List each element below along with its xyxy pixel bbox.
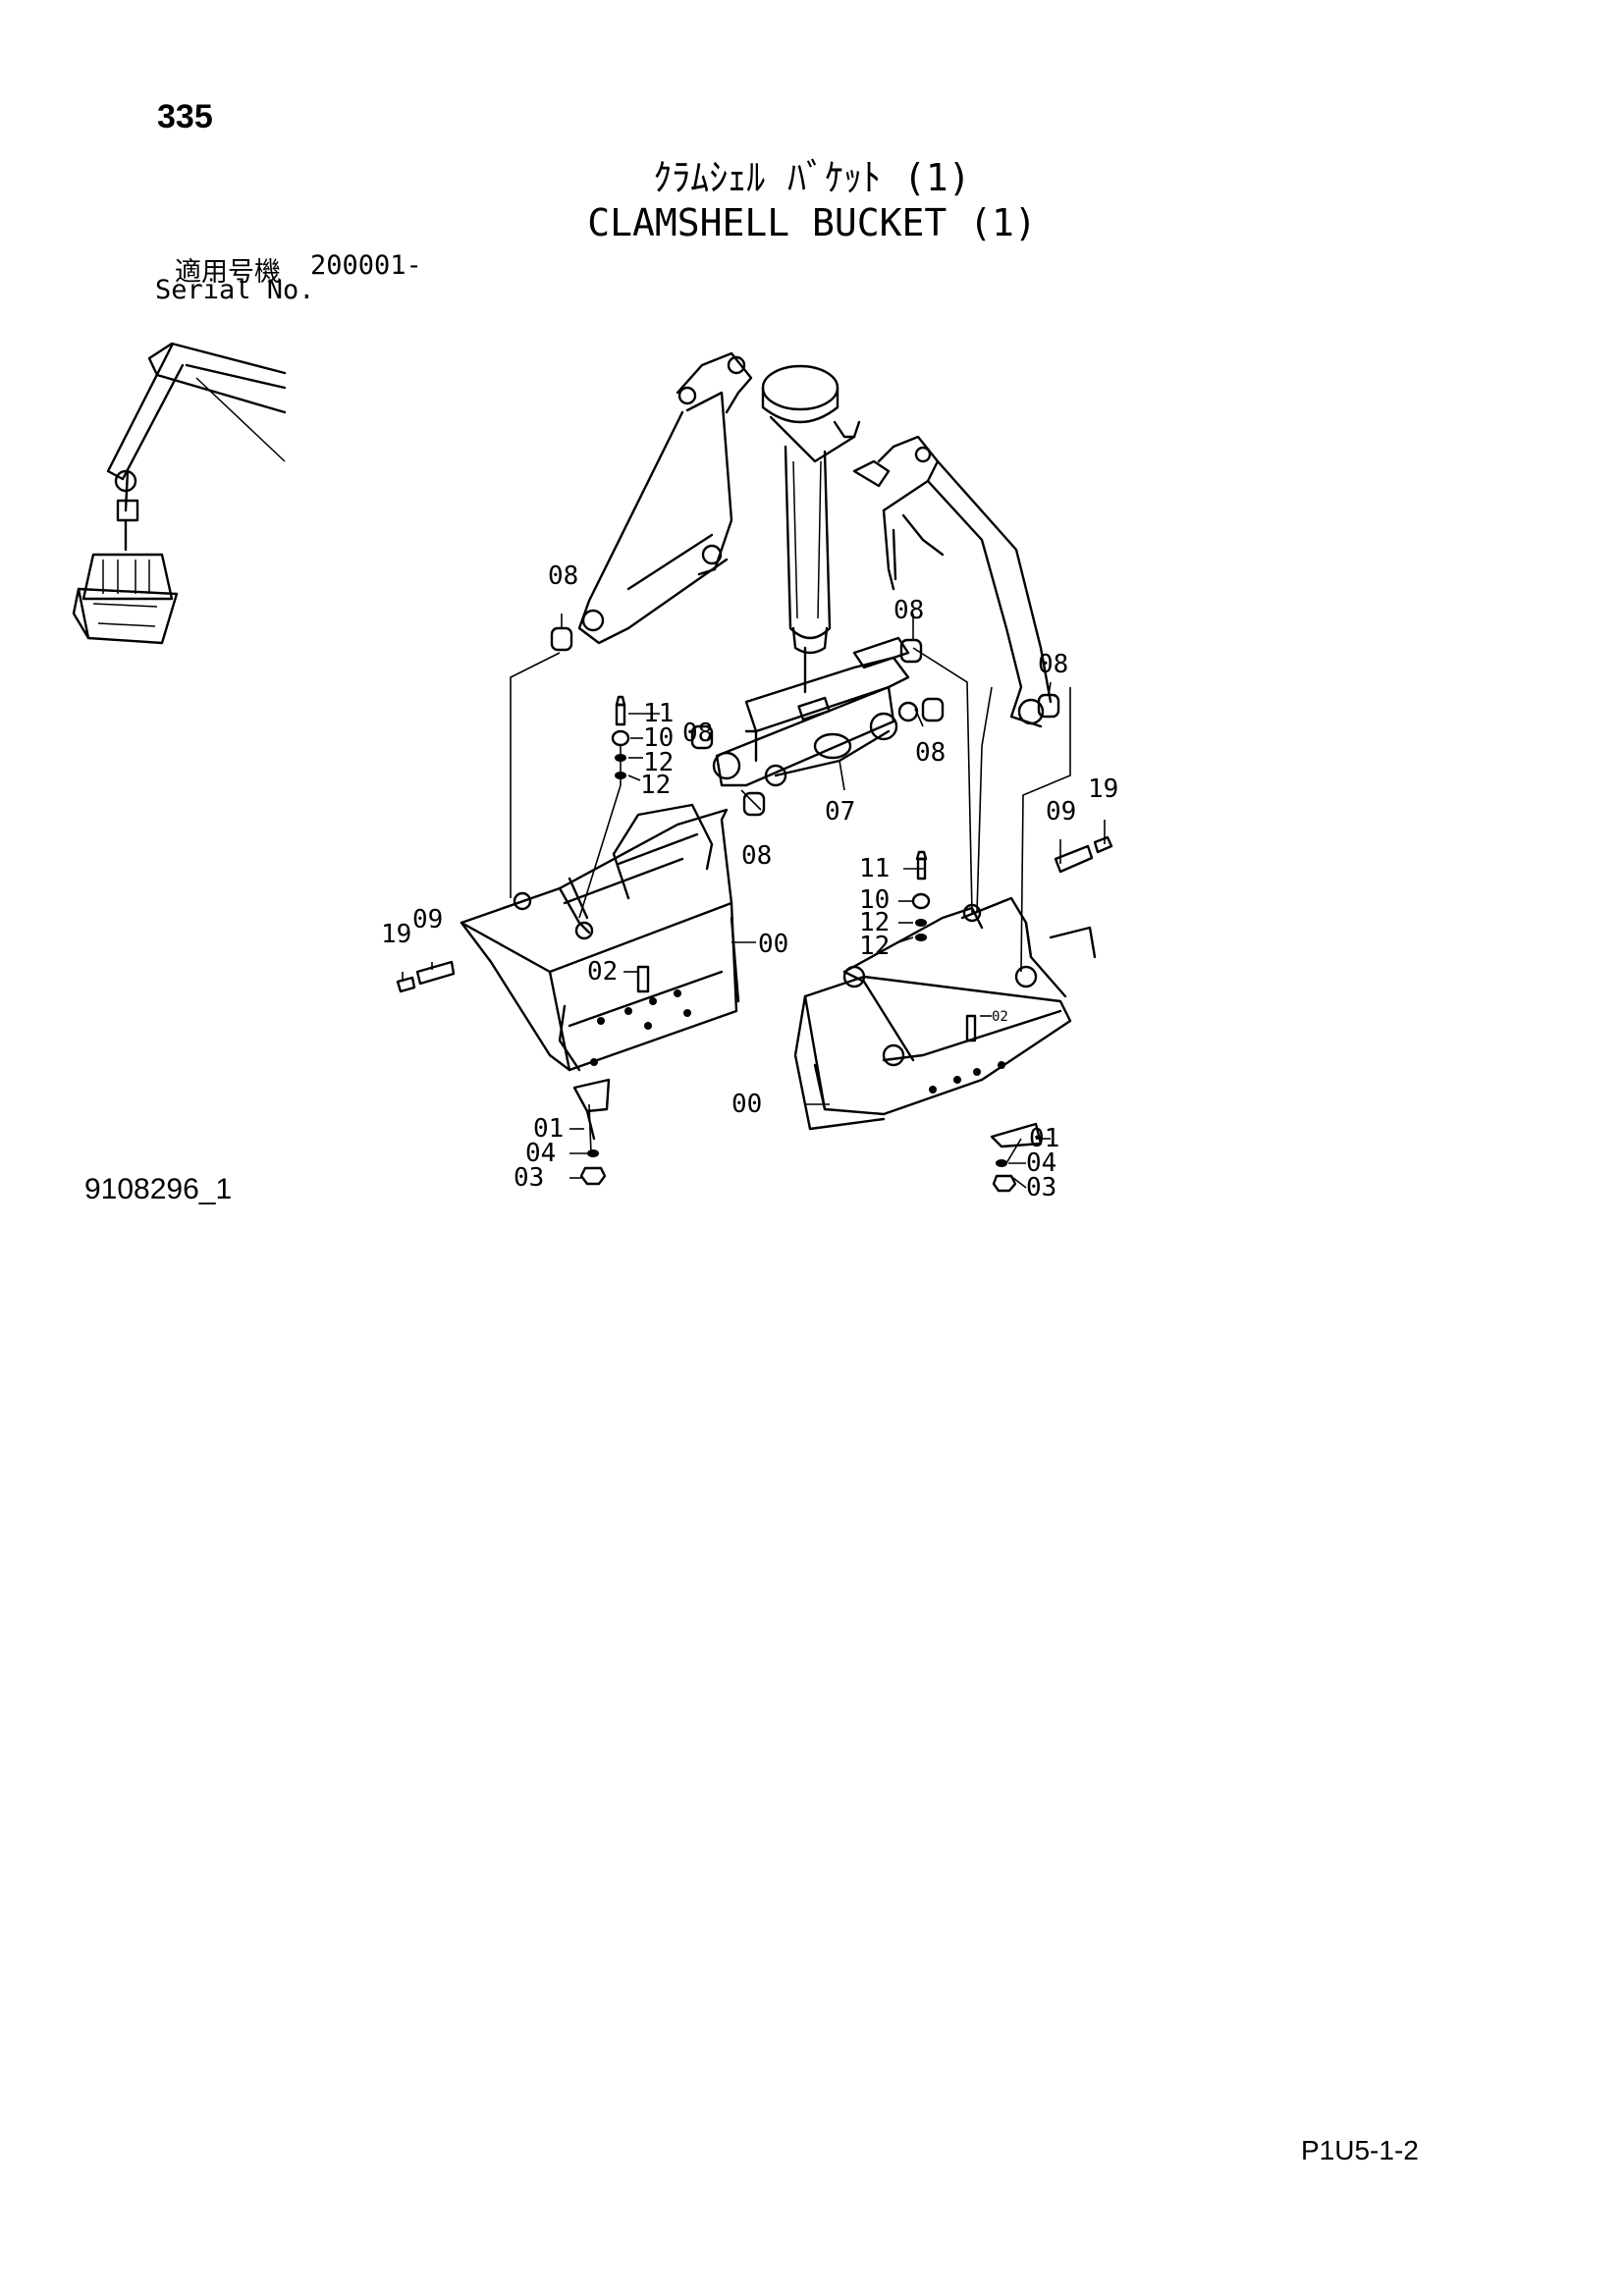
callout-19: 19 bbox=[381, 920, 411, 949]
callout-11: 11 bbox=[643, 699, 674, 728]
callout-08: 08 bbox=[548, 561, 578, 591]
callout-08: 08 bbox=[682, 719, 713, 748]
callout-08: 08 bbox=[741, 841, 772, 871]
serial-label-japanese: 適用号機 bbox=[175, 257, 281, 288]
callout-leaders bbox=[402, 614, 1106, 1189]
callout-12: 12 bbox=[643, 748, 674, 777]
hydraulic-cylinder bbox=[761, 364, 861, 694]
page-title-japanese: ｸﾗﾑｼｪﾙ ﾊﾞｹｯﾄ (1) bbox=[653, 156, 971, 199]
callout-04: 04 bbox=[1026, 1148, 1056, 1178]
figure-code: 9108296_1 bbox=[84, 1173, 233, 1205]
callout-12: 12 bbox=[859, 908, 890, 937]
right-bucket-half bbox=[793, 896, 1097, 1131]
center-frame-07 bbox=[712, 636, 919, 787]
right-arm-link bbox=[852, 435, 1053, 728]
excavator-thumbnail-icon bbox=[72, 342, 287, 645]
left-arm-link bbox=[577, 351, 753, 645]
callout-09: 09 bbox=[1046, 797, 1076, 827]
callout-03: 03 bbox=[514, 1163, 544, 1193]
page-code: P1U5-1-2 bbox=[1301, 2135, 1419, 2165]
clamshell-bucket-exploded-diagram: 08 08 08 08 08 08 07 11 10 12 12 19 09 0… bbox=[72, 342, 1118, 1202]
callout-11: 11 bbox=[859, 854, 890, 883]
callout-12: 12 bbox=[859, 932, 890, 961]
callout-12: 12 bbox=[640, 771, 671, 800]
callout-00: 00 bbox=[758, 930, 788, 959]
callout-labels: 08 08 08 08 08 08 07 11 10 12 12 19 09 0… bbox=[381, 561, 1118, 1202]
hardware bbox=[396, 695, 1113, 1193]
callout-10: 10 bbox=[643, 723, 674, 753]
left-bucket-half bbox=[460, 803, 740, 1072]
callout-01: 01 bbox=[1029, 1124, 1059, 1153]
page-number: 335 bbox=[157, 98, 213, 135]
alignment-lines bbox=[510, 647, 1071, 1164]
serial-label: Serial No. bbox=[155, 275, 315, 305]
page-title: CLAMSHELL BUCKET (1) bbox=[587, 201, 1037, 244]
callout-04: 04 bbox=[525, 1139, 556, 1168]
callout-08: 08 bbox=[915, 738, 946, 768]
serial-number-value: 200001- bbox=[310, 250, 422, 281]
callout-02: 02 bbox=[992, 1009, 1008, 1025]
callout-00: 00 bbox=[731, 1090, 762, 1119]
callout-01: 01 bbox=[533, 1114, 564, 1144]
callout-10: 10 bbox=[859, 885, 890, 915]
callout-03: 03 bbox=[1026, 1173, 1056, 1202]
callout-08: 08 bbox=[1038, 650, 1068, 679]
callout-09: 09 bbox=[412, 905, 443, 934]
callout-19: 19 bbox=[1088, 774, 1118, 804]
callout-08: 08 bbox=[893, 596, 924, 625]
callout-07: 07 bbox=[825, 797, 855, 827]
callout-02: 02 bbox=[587, 957, 618, 987]
